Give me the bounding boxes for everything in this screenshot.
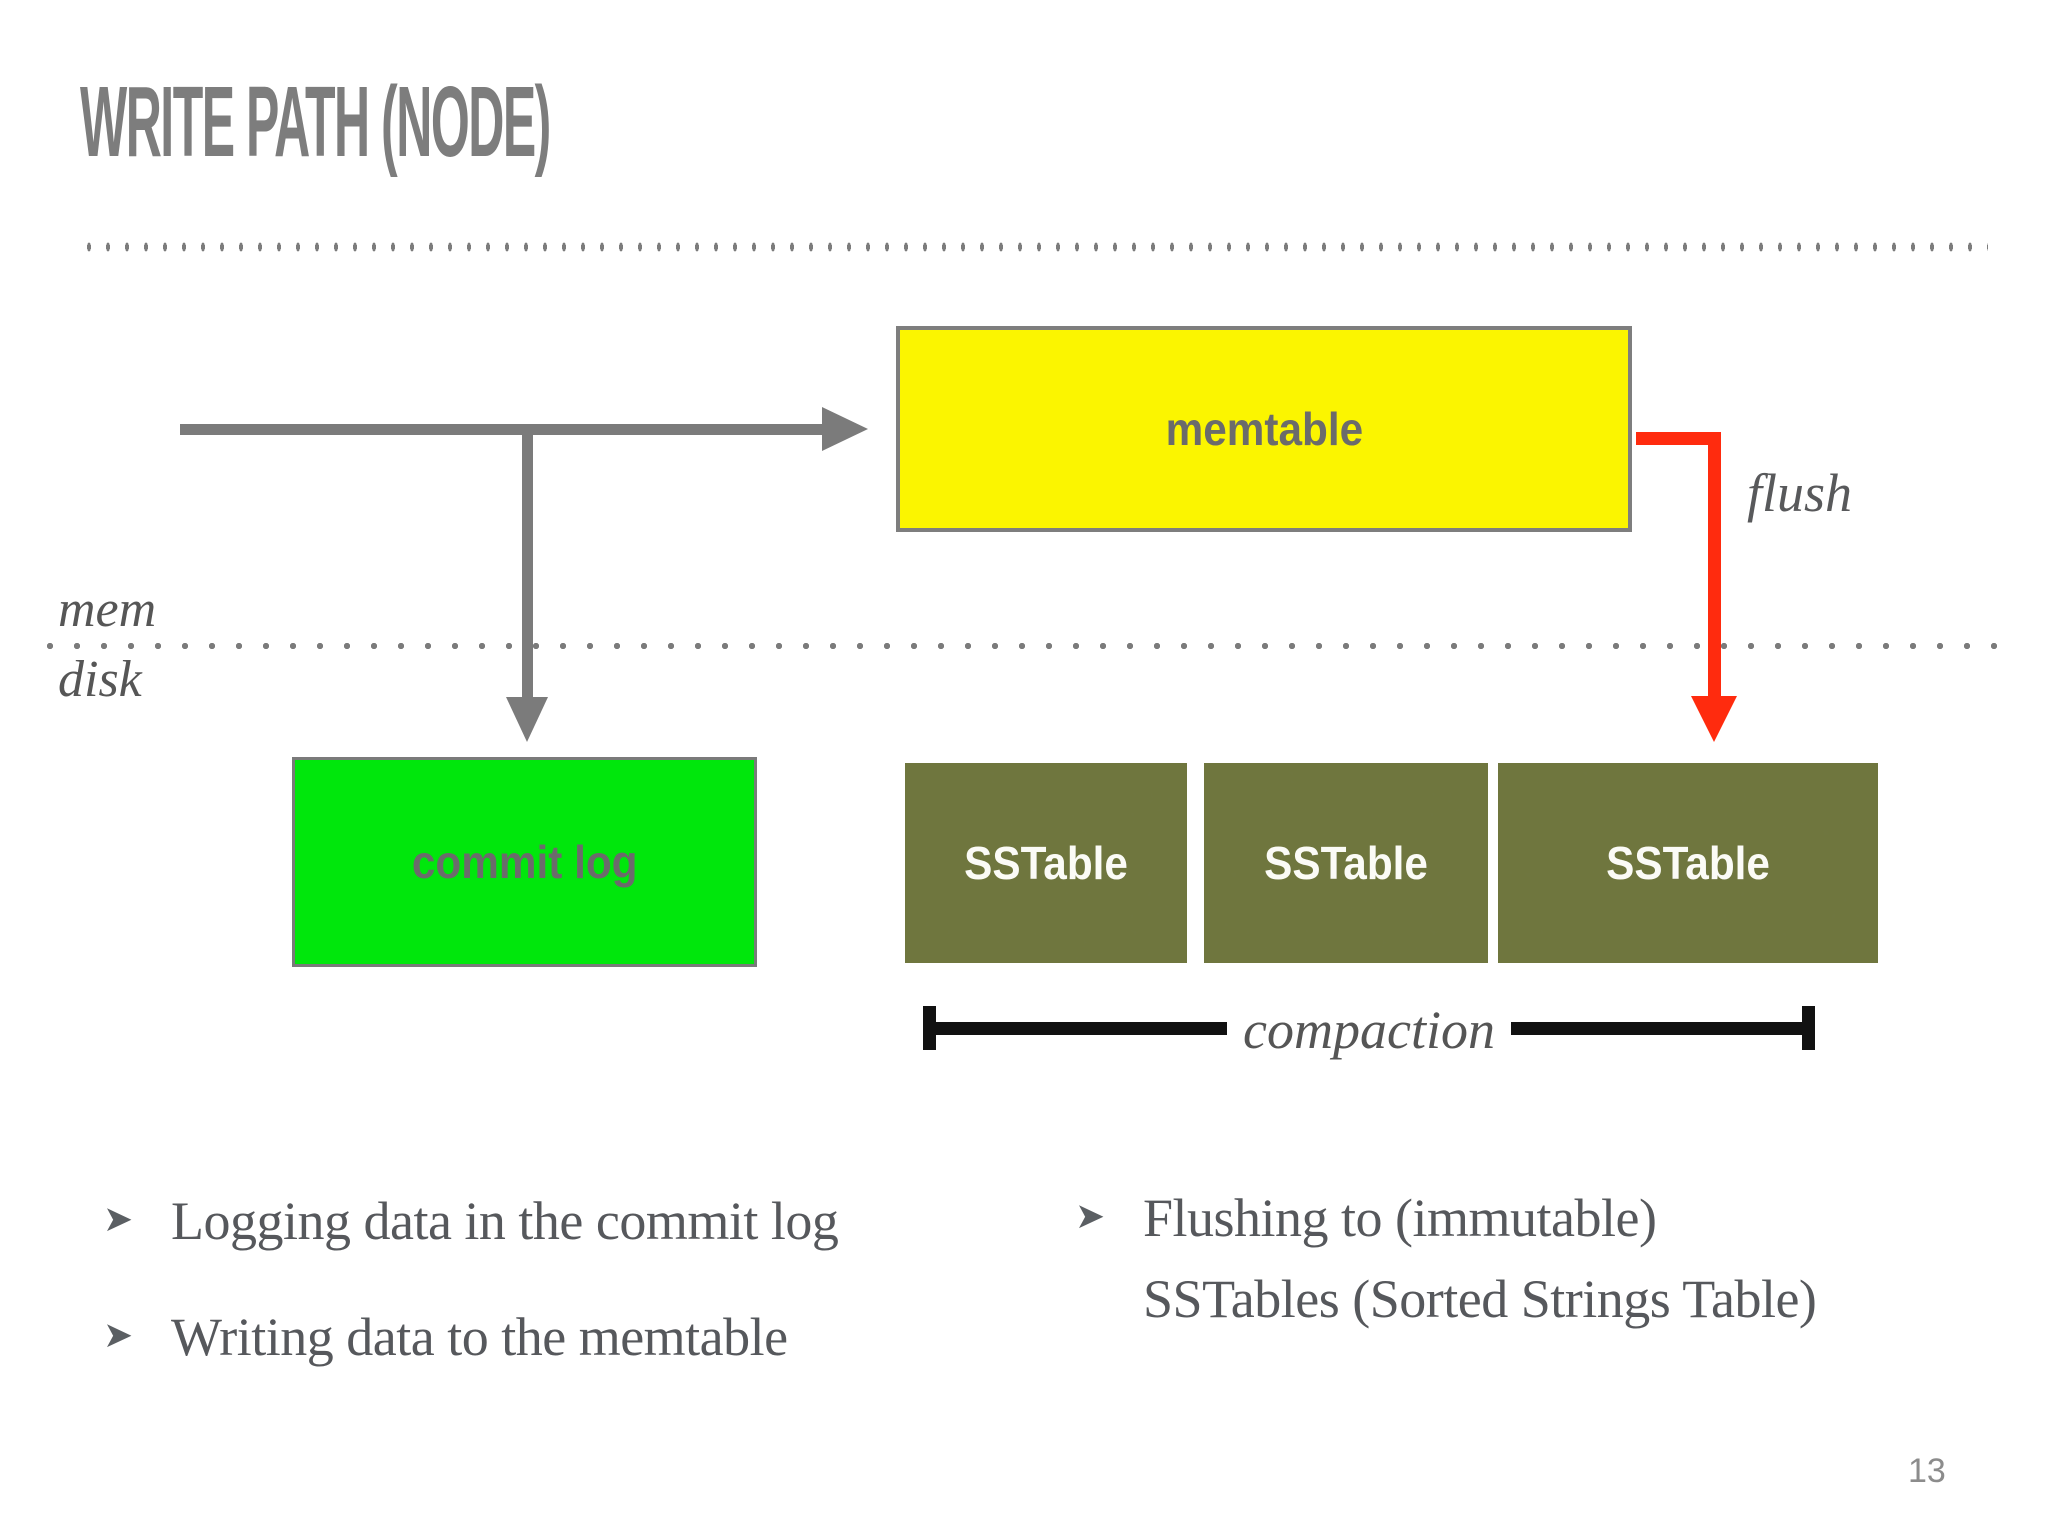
flush-arrow-line-horizontal bbox=[1636, 432, 1721, 445]
sstable-label-2: SSTable bbox=[1264, 837, 1428, 889]
page-number: 13 bbox=[1908, 1452, 1946, 1490]
sstable-box-2: SSTable bbox=[1204, 763, 1488, 963]
bullet-item-flushing: ➤ Flushing to (immutable) SSTables (Sort… bbox=[1075, 1178, 1975, 1340]
sstable-label-3: SSTable bbox=[1606, 837, 1770, 889]
compaction-bracket-left-cap bbox=[923, 1006, 936, 1050]
grain-texture bbox=[1498, 763, 1878, 963]
bullet-marker-icon: ➤ bbox=[103, 1314, 134, 1355]
compaction-label: compaction bbox=[1243, 1000, 1495, 1060]
sstable-label-1: SSTable bbox=[964, 837, 1128, 889]
compaction-bracket-line bbox=[936, 1021, 1228, 1035]
page-title: WRITE PATH (NODE) bbox=[80, 66, 551, 178]
bullet-text-line-2: SSTables (Sorted Strings Table) bbox=[1143, 1269, 1817, 1329]
mem-label: mem bbox=[58, 581, 157, 638]
memtable-label: memtable bbox=[1165, 403, 1363, 455]
bullet-item-commit-log: ➤ Logging data in the commit log bbox=[103, 1181, 1043, 1262]
bullet-marker-icon: ➤ bbox=[103, 1198, 134, 1239]
bullet-marker-icon: ➤ bbox=[1075, 1195, 1106, 1236]
flush-arrow-head-icon bbox=[1691, 696, 1737, 742]
compaction-bracket-right-cap bbox=[1802, 1006, 1816, 1050]
bullet-text: Logging data in the commit log bbox=[171, 1191, 839, 1251]
sstable-box-1: SSTable bbox=[905, 763, 1187, 963]
compaction-bracket-line bbox=[1510, 1021, 1803, 1035]
mem-disk-divider bbox=[45, 640, 2011, 652]
sstable-box-3: SSTable bbox=[1498, 763, 1878, 963]
commit-log-box: commit log bbox=[292, 757, 757, 967]
commitlog-branch-arrow-icon bbox=[506, 697, 548, 742]
memtable-box: memtable bbox=[896, 326, 1632, 532]
disk-label: disk bbox=[58, 651, 142, 708]
bullet-text: Flushing to (immutable) SSTables (Sorted… bbox=[1143, 1178, 1817, 1340]
title-dotted-rule bbox=[85, 241, 1988, 253]
grain-texture bbox=[1204, 763, 1488, 963]
bullet-text: Writing data to the memtable bbox=[171, 1307, 788, 1367]
commitlog-branch-line bbox=[522, 424, 533, 698]
grain-texture bbox=[905, 763, 1187, 963]
commit-log-label: commit log bbox=[411, 836, 638, 888]
compaction-bracket: compaction bbox=[923, 1000, 1816, 1060]
flush-label: flush bbox=[1747, 463, 1853, 523]
bullet-text-line-1: Flushing to (immutable) bbox=[1143, 1188, 1657, 1248]
write-arrow-head-icon bbox=[822, 407, 868, 451]
bullet-item-memtable: ➤ Writing data to the memtable bbox=[103, 1297, 1043, 1378]
flush-arrow-line-vertical bbox=[1708, 432, 1721, 698]
write-arrow-line bbox=[180, 424, 823, 435]
